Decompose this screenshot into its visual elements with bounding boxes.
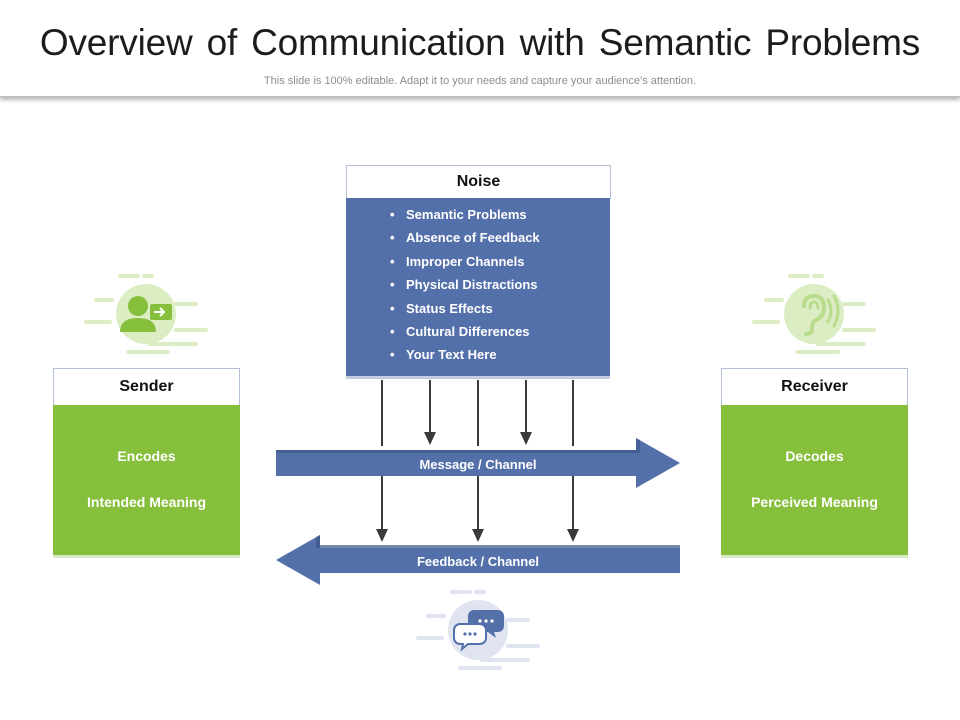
noise-title: Noise bbox=[346, 165, 611, 199]
noise-arrows bbox=[376, 380, 579, 542]
message-channel-arrow bbox=[276, 438, 680, 488]
noise-list: Semantic Problems Absence of Feedback Im… bbox=[394, 206, 540, 370]
list-item: Absence of Feedback bbox=[394, 229, 540, 252]
sender-line2: Intended Meaning bbox=[87, 494, 206, 510]
list-item: Status Effects bbox=[394, 300, 540, 323]
ear-icon bbox=[752, 274, 876, 354]
list-item: Improper Channels bbox=[394, 253, 540, 276]
receiver-box: Decodes Perceived Meaning bbox=[721, 405, 908, 555]
person-with-message-icon bbox=[84, 274, 208, 354]
receiver-title: Receiver bbox=[721, 368, 908, 406]
list-item: Physical Distractions bbox=[394, 276, 540, 299]
list-item: Semantic Problems bbox=[394, 206, 540, 229]
message-channel-label: Message / Channel bbox=[419, 457, 537, 472]
receiver-line2: Perceived Meaning bbox=[751, 494, 878, 510]
feedback-channel-label: Feedback / Channel bbox=[416, 554, 540, 569]
feedback-channel-arrow bbox=[276, 535, 680, 585]
chat-bubbles-icon bbox=[416, 590, 540, 670]
receiver-line1: Decodes bbox=[785, 448, 844, 464]
list-item: Your Text Here bbox=[394, 346, 540, 369]
slide-subtitle: This slide is 100% editable. Adapt it to… bbox=[263, 75, 697, 87]
sender-line1: Encodes bbox=[117, 448, 176, 464]
list-item: Cultural Differences bbox=[394, 323, 540, 346]
sender-box: Encodes Intended Meaning bbox=[53, 405, 240, 555]
noise-box: Semantic Problems Absence of Feedback Im… bbox=[346, 198, 610, 376]
sender-title: Sender bbox=[53, 368, 240, 406]
slide-header: Overview of Communication with Semantic … bbox=[0, 0, 960, 97]
slide-title: Overview of Communication with Semantic … bbox=[39, 22, 921, 63]
